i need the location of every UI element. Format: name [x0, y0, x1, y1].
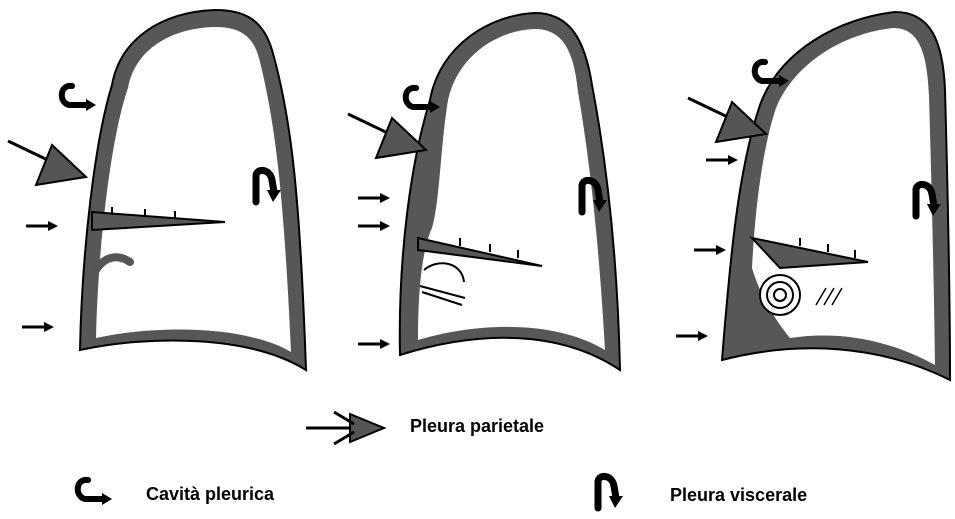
small-arrow-icon [694, 245, 726, 255]
small-arrow-icon [706, 155, 738, 165]
small-arrow-icon [358, 339, 390, 349]
lung-2 [400, 13, 620, 370]
legend-parietal-arrow-icon [306, 412, 384, 444]
parietal-arrow-icon [8, 141, 86, 185]
parietal-arrow-icon [348, 114, 426, 158]
legend-hook-arrow-icon [78, 480, 112, 505]
small-arrow-icon [676, 331, 708, 341]
small-arrow-icon [26, 221, 58, 231]
small-arrow-icon [22, 322, 54, 332]
legend-label-pleura-parietale: Pleura parietale [410, 416, 544, 437]
small-arrow-icon [358, 221, 390, 231]
legend-label-cavita-pleurica: Cavità pleurica [146, 484, 274, 505]
legend-curved-arrow-icon [598, 476, 623, 508]
legend-label-pleura-viscerale: Pleura viscerale [670, 485, 807, 506]
hook-arrow-icon [62, 86, 96, 111]
small-arrow-icon [358, 193, 390, 203]
